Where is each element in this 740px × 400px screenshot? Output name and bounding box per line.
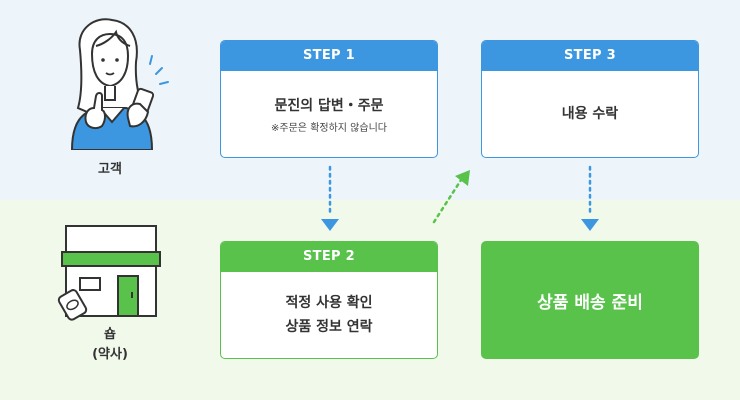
step3-card: STEP 3 내용 수락 — [481, 40, 699, 158]
step1-header: STEP 1 — [221, 41, 437, 71]
step2-header: STEP 2 — [221, 242, 437, 272]
customer-with-phone-icon — [70, 18, 169, 150]
customer-label: 고객 — [98, 162, 122, 177]
step2-card: STEP 2 적정 사용 확인 상품 정보 연락 — [220, 241, 438, 359]
step1-note: ※주문은 확정하지 않습니다 — [271, 123, 387, 134]
step3-text: 내용 수락 — [561, 106, 619, 122]
arrow-step3-to-final — [581, 165, 599, 231]
final-text: 상품 배송 준비 — [537, 292, 643, 313]
final-card: 상품 배송 준비 — [481, 241, 699, 359]
shop-label-line1: 숍 — [104, 327, 116, 342]
step2-text-line2: 상품 정보 연락 — [285, 319, 373, 335]
step1-card: STEP 1 문진의 답변・주문 ※주문은 확정하지 않습니다 — [220, 40, 438, 158]
arrow-step2-to-step3 — [432, 170, 470, 224]
step2-text-line1: 적정 사용 확인 — [285, 295, 373, 311]
arrow-step1-to-step2 — [321, 165, 339, 231]
pharmacy-shop-icon — [57, 225, 161, 321]
step1-text: 문진의 답변・주문 — [274, 98, 384, 114]
shop-label-line2: (약사) — [92, 347, 128, 362]
step3-header: STEP 3 — [482, 41, 698, 71]
shop-label: 숍 (약사) — [55, 325, 165, 365]
